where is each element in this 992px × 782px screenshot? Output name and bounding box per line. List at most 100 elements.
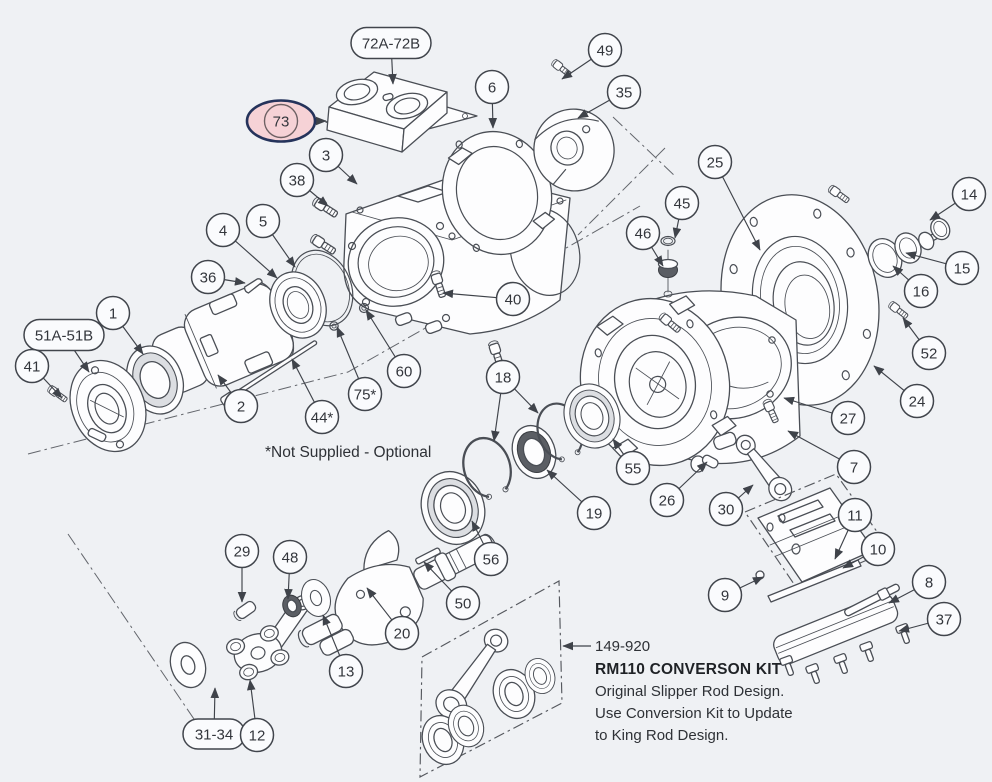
callout-5: 5: [245, 203, 281, 239]
balloon-label: 44*: [311, 409, 334, 426]
balloon-shape: [190, 259, 226, 295]
text-annotations: *Not Supplied - Optional 149-920 RM110 C…: [265, 444, 793, 744]
balloon-label: 20: [394, 625, 411, 642]
balloon-shape: [347, 376, 383, 412]
callout-44: 44*: [304, 399, 340, 435]
callout-38: 38: [279, 162, 315, 198]
part-pin-36: [243, 278, 263, 294]
part-valve-bits: [867, 217, 951, 278]
balloon-shape: [328, 653, 364, 689]
balloon-shape: [664, 185, 700, 221]
callout-27: 27: [830, 400, 866, 436]
balloon-label: 11: [847, 507, 863, 524]
balloon-shape: [903, 273, 939, 309]
balloon-label: 2: [237, 398, 245, 415]
balloon-shape: [473, 541, 509, 577]
kit-title: RM110 CONVERSON KIT: [595, 661, 782, 678]
balloon-shape: [386, 353, 422, 389]
balloon-label: 46: [635, 225, 652, 242]
callout-26: 26: [649, 482, 685, 518]
balloon-shape: [625, 215, 661, 251]
callout-35: 35: [606, 74, 642, 110]
balloon-label: 51A-51B: [35, 327, 93, 344]
part-oring-60: [358, 302, 370, 314]
balloon-label: 52: [921, 345, 938, 362]
callout-40: 40: [495, 281, 531, 317]
balloon-shape: [708, 491, 744, 527]
callout-24: 24: [899, 383, 935, 419]
balloon-label: 14: [961, 186, 978, 203]
callout-51a-51b: 51A-51B: [23, 318, 105, 352]
conversion-kit-inset: [414, 580, 563, 778]
balloon-shape: [23, 318, 105, 352]
callout-36: 36: [190, 259, 226, 295]
balloon-label: 55: [625, 460, 642, 477]
balloon-shape: [205, 212, 241, 248]
balloon-shape: [279, 162, 315, 198]
callout-72a-72b: 72A-72B: [350, 26, 432, 60]
callout-15: 15: [944, 250, 980, 286]
balloon-shape: [697, 144, 733, 180]
callout-13: 13: [328, 653, 364, 689]
part-seal-19: [511, 424, 557, 480]
part-key-50: [415, 547, 441, 565]
callout-3: 3: [308, 137, 344, 173]
balloon-label: 5: [259, 213, 267, 230]
callout-46: 46: [625, 215, 661, 251]
balloon-label: 24: [909, 393, 926, 410]
part-oring-75: [329, 321, 339, 331]
callout-25: 25: [697, 144, 733, 180]
balloon-shape: [951, 176, 987, 212]
balloon-shape: [495, 281, 531, 317]
part-seal-4: [269, 271, 327, 339]
centerlines: [27, 116, 677, 723]
balloon-shape: [263, 103, 299, 139]
balloon-shape: [239, 717, 275, 753]
kit-note-line: to King Rod Design.: [595, 727, 728, 744]
balloon-shape: [587, 32, 623, 68]
balloon-label: 72A-72B: [362, 35, 420, 52]
balloon-shape: [926, 601, 962, 637]
balloon-shape: [615, 450, 651, 486]
callout-55: 55: [615, 450, 651, 486]
balloon-label: 41: [24, 358, 41, 375]
callout-75: 75*: [347, 376, 383, 412]
balloon-label: 73: [273, 113, 290, 130]
callout-29: 29: [224, 533, 260, 569]
balloon-label: 6: [488, 79, 496, 96]
balloon-label: 49: [597, 42, 614, 59]
balloon-label: 30: [718, 501, 735, 518]
balloon-label: 10: [870, 541, 887, 558]
callout-41: 41: [14, 348, 50, 384]
balloon-label: 3: [322, 147, 330, 164]
callout-11: 11: [837, 497, 873, 533]
callout-19: 19: [576, 495, 612, 531]
balloon-label: 29: [234, 543, 251, 560]
balloon-label: 75*: [354, 386, 377, 403]
part-valve-cover: [326, 71, 448, 153]
balloon-label: 26: [659, 492, 676, 509]
part-flanged-cover: [69, 359, 147, 453]
callout-30: 30: [708, 491, 744, 527]
balloon-label: 48: [282, 549, 299, 566]
balloon-shape: [245, 203, 281, 239]
balloon-label: 60: [396, 363, 413, 380]
balloon-shape: [445, 585, 481, 621]
balloon-shape: [350, 26, 432, 60]
callout-49: 49: [587, 32, 623, 68]
balloon-label: 12: [249, 727, 266, 744]
callout-14: 14: [951, 176, 987, 212]
part-adapter-gasket: [441, 130, 556, 256]
balloon-shape: [304, 399, 340, 435]
balloon-label: 35: [616, 84, 633, 101]
part-bearing-clamp: [533, 108, 615, 192]
note-not-supplied: *Not Supplied - Optional: [265, 444, 431, 461]
callout-1: 1: [95, 295, 131, 331]
balloon-label: 16: [913, 283, 930, 300]
callout-4: 4: [205, 212, 241, 248]
balloon-label: 8: [925, 574, 933, 591]
balloon-shape: [837, 497, 873, 533]
balloon-label: 56: [483, 551, 500, 568]
